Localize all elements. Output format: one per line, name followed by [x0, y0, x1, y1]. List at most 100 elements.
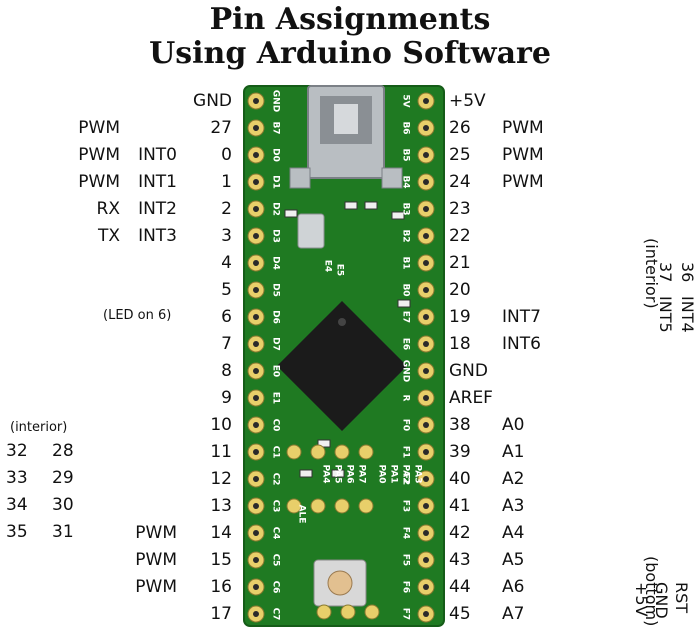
silk-left-label: D0 [271, 148, 281, 162]
pad-hole [423, 530, 429, 536]
pad-hole [423, 287, 429, 293]
silk-left-label: E0 [271, 365, 281, 377]
chip-marker [338, 318, 346, 326]
left-pin-function: PWM [78, 145, 120, 165]
right-pin-number: +5V [449, 91, 486, 111]
pad-hole [253, 125, 259, 131]
silk-right-label: R [401, 395, 411, 402]
pad-interior [358, 444, 374, 460]
pad-hole [423, 341, 429, 347]
pad-hole [423, 260, 429, 266]
interior-right-interrupt: INT4 [678, 296, 697, 333]
pad-hole [423, 503, 429, 509]
right-pin-function: A3 [502, 496, 525, 516]
pad-hole [423, 233, 429, 239]
diagram-title-line2: Using Arduino Software [149, 36, 551, 71]
left-pin-function: RX [96, 199, 120, 219]
left-pin-number: 2 [221, 199, 232, 219]
led-note: (LED on 6) [103, 308, 172, 323]
pad-hole [253, 287, 259, 293]
silk-left-label: D1 [271, 175, 281, 189]
right-pin-function: A6 [502, 577, 525, 597]
smd-component [391, 211, 405, 220]
pad-hole [423, 422, 429, 428]
silk-left-label: D4 [271, 256, 281, 270]
silk-left-label: C7 [271, 608, 281, 621]
right-pin-function: PWM [502, 118, 544, 138]
silk-inner-label: PA2 [401, 465, 411, 484]
right-pin-number: 26 [449, 118, 471, 138]
pad-hole [253, 179, 259, 185]
silk-right-label: B2 [401, 229, 411, 242]
pad-hole [423, 395, 429, 401]
smd-component [299, 469, 313, 478]
silk-inner-label: PA1 [389, 465, 399, 484]
left-pin-number: 15 [210, 550, 232, 570]
right-pin-number: 21 [449, 253, 471, 273]
smd-component [331, 469, 345, 478]
smd-component [364, 201, 378, 210]
interior-left-pin: 31 [52, 522, 74, 542]
right-pin-function: PWM [502, 172, 544, 192]
pad-hole [253, 557, 259, 563]
left-pin-number: 10 [210, 415, 232, 435]
silk-left-label: C1 [271, 446, 281, 459]
pad-bottom [316, 604, 332, 620]
silk-left-label: D2 [271, 202, 281, 216]
right-pin-number: GND [449, 361, 488, 381]
silk-right-label: F5 [401, 554, 411, 566]
silk-left-label: D6 [271, 310, 281, 324]
silk-right-label: B1 [401, 256, 411, 269]
pad-hole [253, 584, 259, 590]
left-pin-number: 1 [221, 172, 232, 192]
reset-button-cap [327, 570, 353, 596]
pad-hole [253, 314, 259, 320]
silk-right-label: F1 [401, 446, 411, 458]
right-pin-number: 40 [449, 469, 471, 489]
silk-right-label: F4 [401, 527, 411, 539]
left-pin-function: PWM [135, 550, 177, 570]
right-pin-number: 22 [449, 226, 471, 246]
left-pin-number: 12 [210, 469, 232, 489]
silk-right-label: F0 [401, 419, 411, 431]
interior-left-pin: 35 [6, 522, 28, 542]
pad-bottom [340, 604, 356, 620]
pad-interior [286, 444, 302, 460]
pad-hole [253, 368, 259, 374]
left-pin-function: PWM [135, 577, 177, 597]
bottom-caption: (bottom) [642, 556, 661, 627]
right-pin-number: 43 [449, 550, 471, 570]
pad-hole [253, 395, 259, 401]
silk-left-label: C6 [271, 581, 281, 594]
usb-tongue [334, 104, 358, 134]
silk-right-label: B0 [401, 283, 411, 296]
silk-left-label: GND [271, 90, 281, 112]
left-pin-number: 9 [221, 388, 232, 408]
right-pin-number: 24 [449, 172, 471, 192]
pad-hole [253, 422, 259, 428]
interior-left-pin: 29 [52, 468, 74, 488]
silk-inner-label: PA4 [321, 465, 331, 484]
pad-hole [423, 206, 429, 212]
right-pin-function: A1 [502, 442, 525, 462]
right-pin-number: 38 [449, 415, 471, 435]
right-pin-function: A7 [502, 604, 525, 624]
right-pin-number: 45 [449, 604, 471, 624]
pad-hole [423, 314, 429, 320]
silk-left-label: E1 [271, 392, 281, 404]
right-pin-number: 39 [449, 442, 471, 462]
smd-component [317, 439, 331, 448]
smd-component [397, 299, 411, 308]
pad-bottom [364, 604, 380, 620]
pad-hole [423, 476, 429, 482]
interior-left-caption: (interior) [10, 420, 68, 435]
usb-tab-right [381, 167, 403, 189]
silk-right-label: F2 [401, 473, 411, 485]
right-pin-number: AREF [449, 388, 493, 408]
crystal [297, 213, 325, 249]
silk-left-label: D5 [271, 283, 281, 297]
left-pin-number: 11 [210, 442, 232, 462]
silk-right-label: F6 [401, 581, 411, 593]
pad-hole [423, 98, 429, 104]
